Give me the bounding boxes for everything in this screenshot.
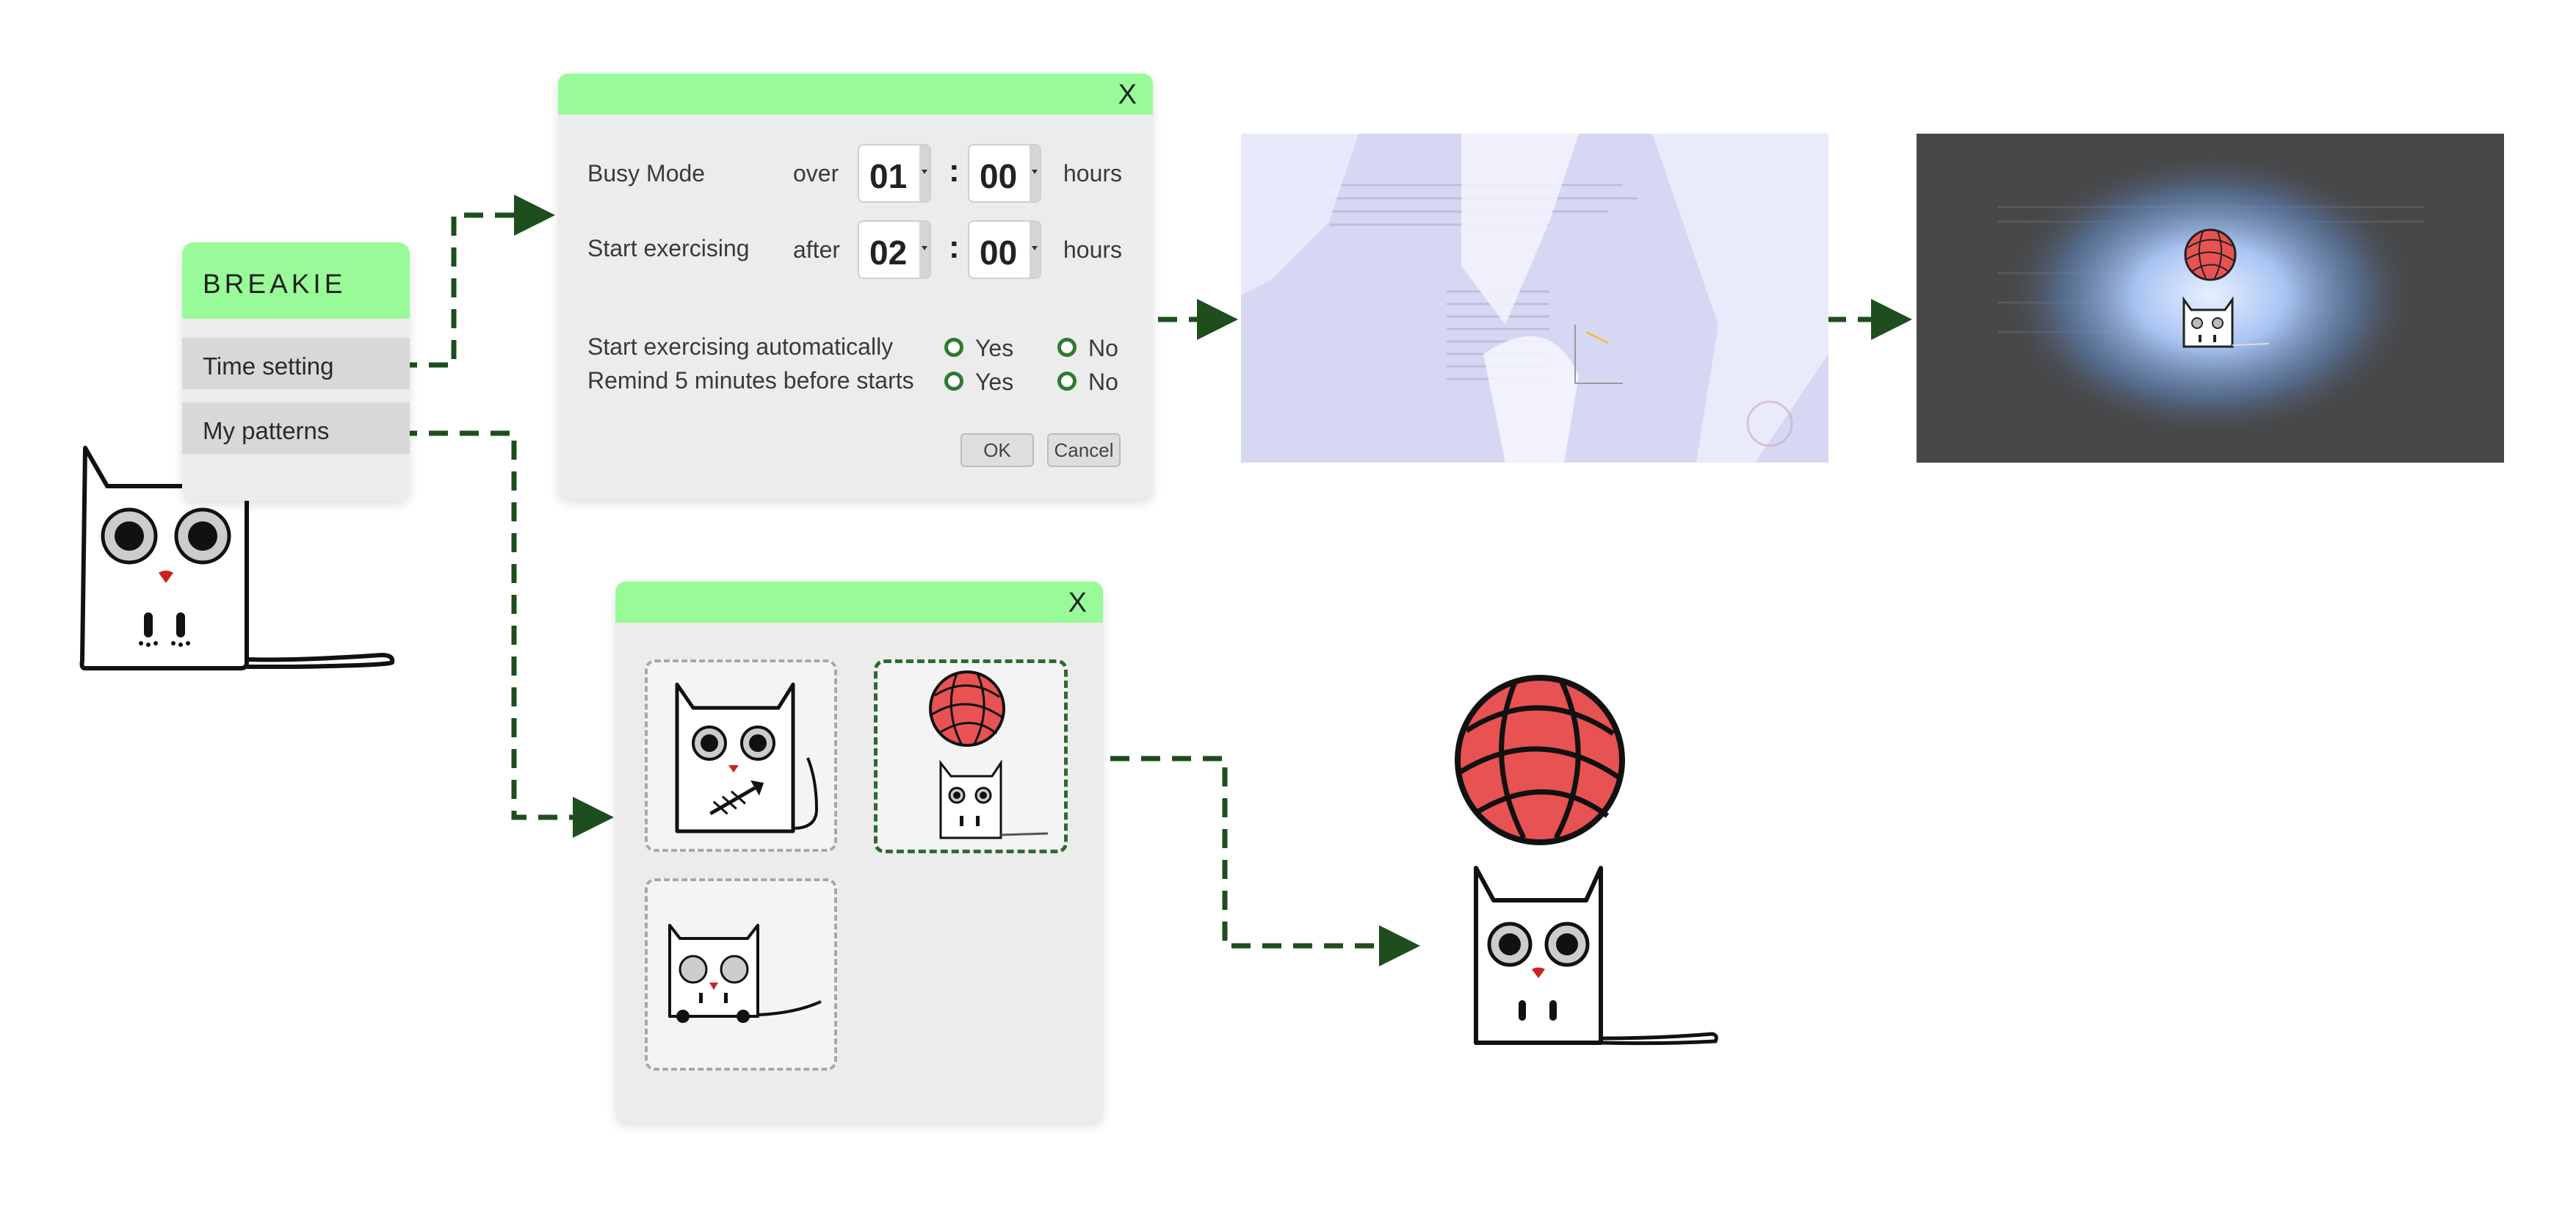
- menu-item-time-setting[interactable]: Time setting: [182, 338, 410, 389]
- breakie-header: BREAKIE: [182, 242, 410, 319]
- pattern-tile-fishbone[interactable]: [645, 659, 837, 852]
- screen-dark-illustration: [1917, 134, 2504, 463]
- yarn-ball-icon: [1455, 675, 1625, 845]
- time-separator: :: [949, 229, 960, 265]
- cat-preview-icon: [1474, 866, 1718, 1046]
- stepper-value: 01: [869, 157, 908, 195]
- close-button[interactable]: X: [1068, 587, 1087, 618]
- screen-dark-spotlight: [1917, 134, 2504, 463]
- cat-with-fishbone-icon: [675, 682, 819, 833]
- auto-start-yes-radio[interactable]: [944, 338, 963, 357]
- arrow-patterns-to-dialog: [367, 430, 614, 838]
- screen-light-overlay: [1241, 134, 1828, 463]
- unit-label: hours: [1063, 160, 1123, 187]
- stepper-value: 02: [869, 234, 908, 272]
- chevron-down-icon[interactable]: [919, 222, 930, 278]
- radio-label: Yes: [975, 369, 1014, 395]
- remind-label: Remind 5 minutes before starts: [587, 367, 914, 394]
- chevron-down-icon[interactable]: [1030, 145, 1040, 201]
- chevron-down-icon[interactable]: [1030, 222, 1040, 278]
- close-button[interactable]: X: [1118, 79, 1137, 110]
- pattern-tile-grey-eyes[interactable]: [645, 878, 837, 1071]
- arrow-selected-pattern-to-preview: [1079, 756, 1420, 966]
- remind-no-radio[interactable]: [1057, 372, 1077, 391]
- cat-with-grey-eyes-icon: [668, 924, 822, 1023]
- start-exercising-after-label: after: [793, 236, 841, 263]
- chevron-down-icon[interactable]: [919, 145, 930, 201]
- arrow-time-setting-to-dialog: [367, 195, 555, 368]
- dialog-title-bar: X: [615, 582, 1103, 623]
- time-setting-dialog: X Busy Mode over 01 : 00 hours Start exe…: [558, 73, 1153, 499]
- ok-button[interactable]: OK: [960, 433, 1034, 467]
- menu-item-label: My patterns: [203, 417, 330, 444]
- auto-start-no-radio[interactable]: [1057, 338, 1077, 357]
- remind-yes-radio[interactable]: [944, 372, 963, 391]
- breakie-menu: BREAKIE Time setting My patterns: [182, 242, 410, 501]
- unit-label: hours: [1063, 236, 1123, 263]
- stepper-value: 00: [980, 157, 1018, 195]
- time-separator: :: [949, 153, 960, 189]
- my-patterns-dialog: X: [615, 582, 1103, 1122]
- radio-label: Yes: [975, 335, 1014, 361]
- menu-item-label: Time setting: [203, 352, 334, 380]
- pattern-tile-yarn[interactable]: [874, 659, 1068, 853]
- dialog-title-bar: X: [558, 73, 1153, 115]
- screen-light-illustration: [1241, 134, 1828, 463]
- app-title: BREAKIE: [203, 269, 347, 299]
- exercise-hours-stepper[interactable]: 02: [858, 220, 931, 279]
- exercise-minutes-stepper[interactable]: 00: [968, 220, 1041, 279]
- busy-mode-label: Busy Mode: [587, 160, 706, 187]
- busy-hours-stepper[interactable]: 01: [858, 144, 931, 203]
- cat-with-yarn-ball-icon: [929, 670, 1049, 839]
- start-exercising-label: Start exercising: [587, 235, 750, 261]
- cancel-button[interactable]: Cancel: [1047, 433, 1121, 467]
- stepper-value: 00: [980, 234, 1018, 272]
- menu-item-my-patterns[interactable]: My patterns: [182, 402, 410, 454]
- busy-mode-over-label: over: [793, 160, 839, 187]
- radio-label: No: [1088, 335, 1118, 361]
- auto-start-label: Start exercising automatically: [587, 333, 894, 360]
- busy-minutes-stepper[interactable]: 00: [968, 144, 1041, 203]
- radio-label: No: [1088, 369, 1118, 395]
